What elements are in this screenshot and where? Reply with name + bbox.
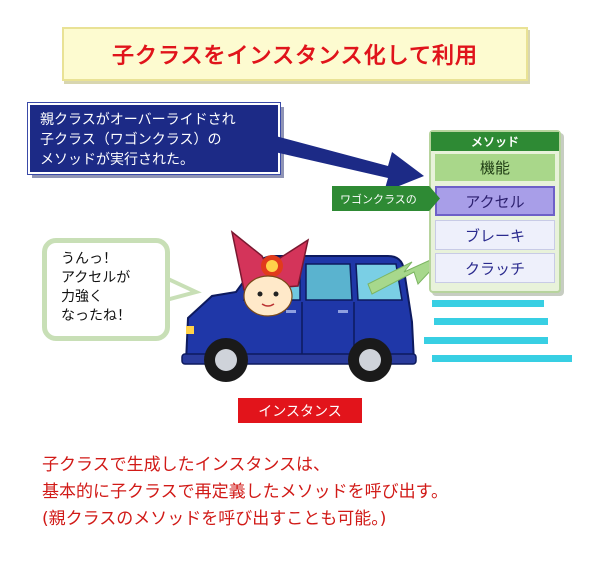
page-title: 子クラスをインスタンス化して利用	[62, 27, 528, 81]
method-item-accel: アクセル	[435, 186, 555, 216]
method-panel: メソッド 機能 アクセル ブレーキ クラッチ	[429, 130, 561, 293]
conclusion-text: 子クラスで生成したインスタンスは、 基本的に子クラスで再定義したメソッドを呼び出…	[42, 455, 448, 529]
override-explanation-box: 親クラスがオーバーライドされ 子クラス（ワゴンクラス）の メソッドが実行された。	[27, 102, 281, 175]
method-item-brake: ブレーキ	[435, 220, 555, 250]
method-panel-header: メソッド	[431, 132, 559, 151]
wagon-class-tag: ワゴンクラスの	[332, 186, 440, 211]
instance-label: インスタンス	[238, 398, 362, 423]
speech-bubble: うんっ！ アクセルが 力強く なったね！	[42, 238, 170, 341]
speed-lines	[424, 300, 572, 362]
note-to-method-arrow	[266, 134, 424, 192]
method-column-label: 機能	[435, 154, 555, 181]
method-item-clutch: クラッチ	[435, 253, 555, 283]
method-to-car-arrow	[367, 251, 449, 295]
mascot-icon	[230, 230, 310, 317]
bubble-tail	[164, 274, 202, 303]
